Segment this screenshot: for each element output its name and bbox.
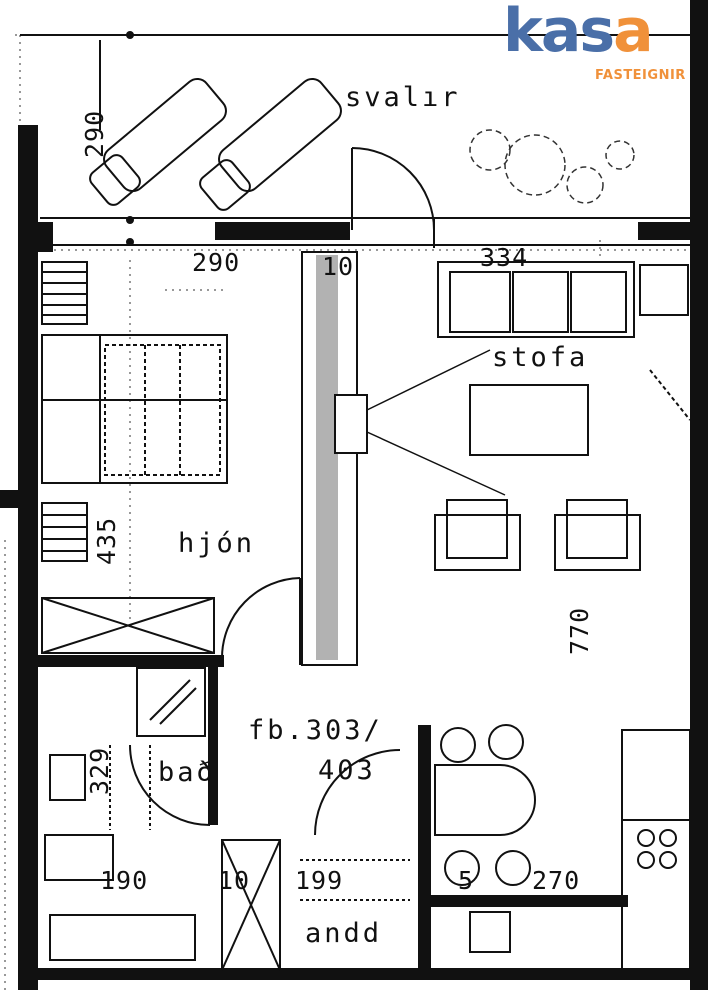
room-label-andd: andd <box>305 918 383 949</box>
kitchen-fixtures <box>434 724 691 971</box>
dimension-10-top: 10 <box>322 252 355 281</box>
room-label-stofa: stofa <box>492 342 589 373</box>
company-logo: kasa FASTEIGNIR <box>503 0 703 88</box>
kitchen-wall <box>418 725 628 970</box>
construction-lines <box>4 34 700 990</box>
dimension-270: 270 <box>532 866 581 895</box>
balcony-door <box>351 147 435 248</box>
bedroom-door <box>221 577 301 665</box>
dimension-199: 199 <box>295 866 344 895</box>
dimension-334: 334 <box>480 243 529 272</box>
living-room-furniture <box>434 261 691 571</box>
entry-area <box>221 749 410 971</box>
balcony-plants <box>469 129 635 204</box>
dimension-329: 329 <box>85 746 114 795</box>
dimension-190: 190 <box>100 866 149 895</box>
dimension-290-vertical: 290 <box>80 109 109 158</box>
balcony-chairs <box>89 77 342 211</box>
room-label-bad: bað <box>158 757 216 788</box>
logo-wordmark: kasa <box>503 0 654 66</box>
bathroom-walls <box>38 655 224 825</box>
bedroom-furniture <box>41 261 228 654</box>
dimension-435: 435 <box>92 516 121 565</box>
area-label-line1: fb.303/ <box>248 715 383 746</box>
dimension-5: 5 <box>458 866 475 895</box>
room-label-hjon: hjón <box>178 528 256 559</box>
area-label-line2: 403 <box>318 755 376 786</box>
room-label-svalir: svalır <box>345 82 461 113</box>
partition-wall <box>301 251 506 666</box>
bathroom-fixtures <box>44 667 211 961</box>
dimension-290: 290 <box>192 248 241 277</box>
logo-tagline: FASTEIGNIR <box>595 68 686 83</box>
dimension-markers <box>126 31 134 246</box>
dimension-770: 770 <box>565 606 594 655</box>
dimension-10-bottom: 10 <box>218 866 251 895</box>
